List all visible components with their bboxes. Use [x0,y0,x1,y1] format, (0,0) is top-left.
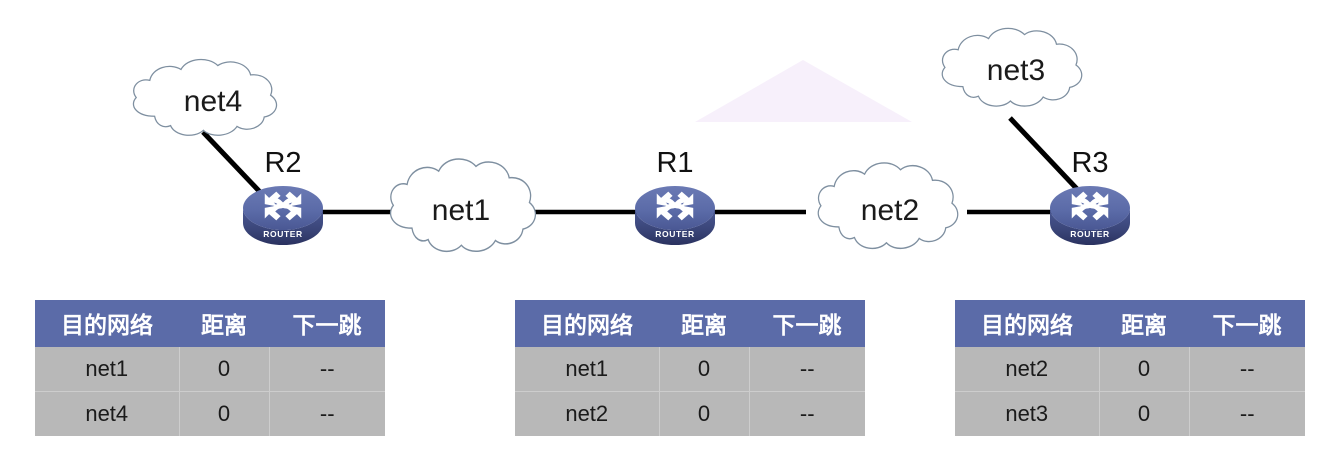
routing-table-r3: 目的网络 距离 下一跳 net2 0 -- net3 0 -- [955,300,1305,436]
cell-distance: 0 [1099,391,1190,436]
router-badge-text: ROUTER [263,229,303,239]
router-top [635,186,715,230]
cell-destination: net2 [955,347,1100,392]
cell-next-hop: -- [1189,347,1305,392]
router-top [1050,186,1130,230]
cloud-label-net2: net2 [861,194,919,227]
cell-next-hop: -- [749,347,865,392]
cloud-label-net3: net3 [987,54,1045,87]
router-body [635,208,715,245]
cloud-net2: net2 [817,162,959,250]
router-body [243,208,323,245]
link-net4-r2 [201,130,262,194]
cell-destination: net2 [515,391,660,436]
cell-distance: 0 [1099,347,1190,392]
cloud-net4: net4 [132,58,278,136]
table-row: net4 0 -- [35,391,385,436]
router-node-r2[interactable]: ROUTER R2 [243,147,323,245]
table-header-row: 目的网络 距离 下一跳 [515,300,865,347]
table-row: net3 0 -- [955,391,1305,436]
routing-table-r1: 目的网络 距离 下一跳 net1 0 -- net2 0 -- [515,300,865,436]
table-header-row: 目的网络 距离 下一跳 [35,300,385,347]
router-node-r1[interactable]: ROUTER R1 [635,147,715,245]
cloud-label-net4: net4 [184,85,242,118]
column-header-distance: 距离 [659,300,749,347]
table-row: net2 0 -- [955,347,1305,392]
cell-next-hop: -- [749,391,865,436]
router-badge-text: ROUTER [655,229,695,239]
triangle-watermark [695,60,912,122]
cell-destination: net3 [955,391,1100,436]
cell-next-hop: -- [269,391,385,436]
column-header-distance: 距离 [1099,300,1189,347]
table-header-row: 目的网络 距离 下一跳 [955,300,1305,347]
router-label-r3: R3 [1071,147,1108,179]
router-label-r2: R2 [264,147,301,179]
column-header-next-hop: 下一跳 [1189,300,1305,347]
column-header-destination: 目的网络 [515,300,659,347]
cell-destination: net1 [515,347,660,392]
column-header-distance: 距离 [179,300,269,347]
cell-destination: net4 [35,391,180,436]
routing-table-r2: 目的网络 距离 下一跳 net1 0 -- net4 0 -- [35,300,385,436]
router-node-r3[interactable]: ROUTER R3 [1050,147,1130,245]
column-header-destination: 目的网络 [955,300,1099,347]
cell-distance: 0 [659,347,750,392]
table-row: net2 0 -- [515,391,865,436]
cell-distance: 0 [179,391,270,436]
column-header-destination: 目的网络 [35,300,179,347]
router-badge-text: ROUTER [1070,229,1110,239]
table-row: net1 0 -- [515,347,865,392]
router-body [1050,208,1130,245]
network-links [201,116,1080,215]
cell-destination: net1 [35,347,180,392]
cloud-net1: net1 [389,158,537,253]
router-top [243,186,323,230]
cloud-net3: net3 [941,27,1083,107]
cloud-label-net1: net1 [432,194,490,227]
router-label-r1: R1 [656,147,693,179]
cell-distance: 0 [659,391,750,436]
link-net3-r3 [1008,116,1080,192]
column-header-next-hop: 下一跳 [269,300,385,347]
table-row: net1 0 -- [35,347,385,392]
cell-distance: 0 [179,347,270,392]
cell-next-hop: -- [269,347,385,392]
column-header-next-hop: 下一跳 [749,300,865,347]
cell-next-hop: -- [1189,391,1305,436]
